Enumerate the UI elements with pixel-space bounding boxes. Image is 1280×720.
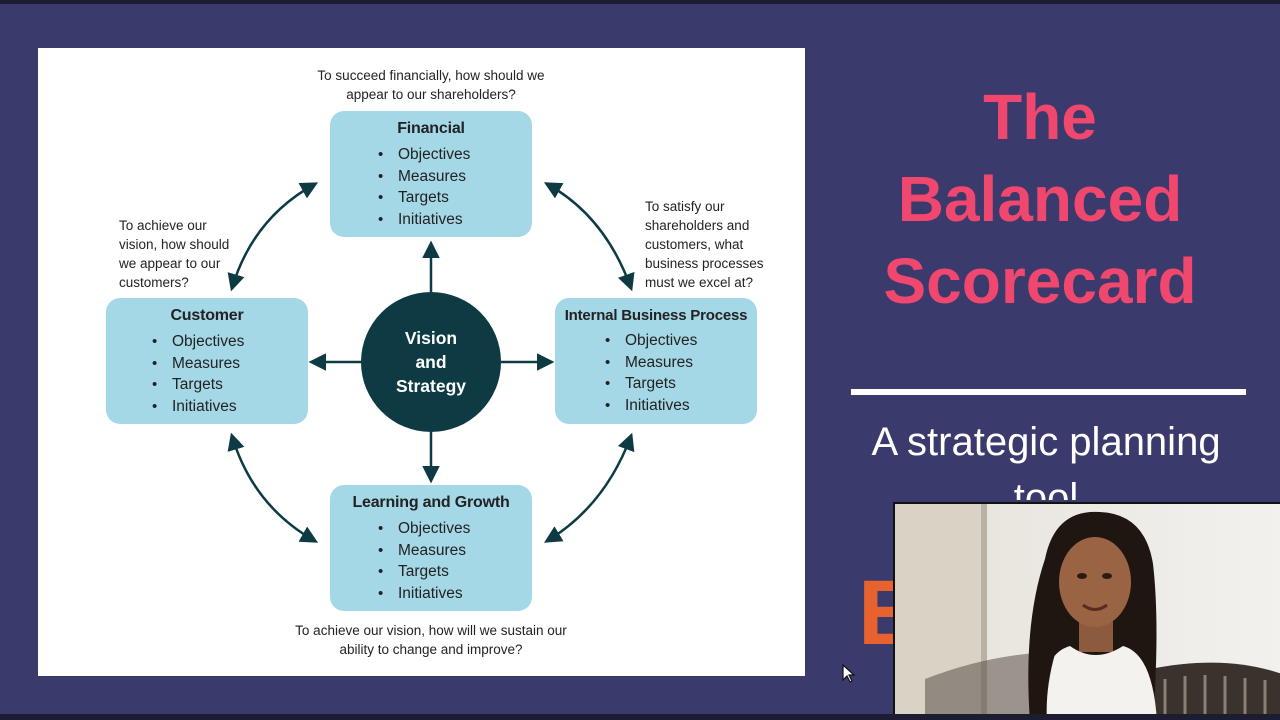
internal-item: Targets (605, 373, 757, 395)
customer-item: Objectives (152, 331, 308, 353)
customer-title: Customer (170, 307, 244, 324)
internal-business-process-box: Internal Business Process Objectives Mea… (555, 298, 757, 424)
financial-question: To succeed financially, how should we ap… (317, 68, 545, 102)
center-line: Vision (404, 328, 458, 348)
internal-title: Internal Business Process (564, 307, 748, 324)
financial-box: Financial Objectives Measures Targets In… (330, 111, 532, 237)
customer-item: Initiatives (152, 396, 308, 418)
learning-item: Measures (378, 540, 532, 562)
title-divider (851, 389, 1246, 395)
learning-question: To achieve our vision, how will we susta… (295, 623, 567, 657)
customer-item: Measures (152, 353, 308, 375)
curve-arrow-financial-internal (543, 182, 635, 292)
top-frame-bar (0, 0, 1280, 4)
curve-arrow-customer-financial (227, 182, 319, 292)
learning-title: Learning and Growth (352, 494, 510, 511)
customer-box: Customer Objectives Measures Targets Ini… (106, 298, 308, 424)
center-line: and (415, 352, 447, 372)
diagram-arrows (227, 182, 635, 543)
center-line: Strategy (395, 376, 467, 396)
financial-item: Targets (378, 187, 532, 209)
slide-title-line: Scorecard (883, 245, 1197, 317)
learning-item: Initiatives (378, 583, 532, 605)
balanced-scorecard-diagram: To succeed financially, how should we ap… (38, 48, 805, 676)
learning-growth-box: Learning and Growth Objectives Measures … (330, 485, 532, 611)
internal-item: Initiatives (605, 395, 757, 417)
curve-arrow-learning-customer (227, 432, 319, 543)
financial-title: Financial (397, 120, 465, 137)
internal-item: Objectives (605, 330, 757, 352)
presenter-video-icon (895, 504, 1280, 720)
slide-title-line: Balanced (897, 163, 1183, 235)
customer-item: Targets (152, 374, 308, 396)
curve-arrow-internal-learning (544, 432, 635, 543)
customer-question: To achieve our vision, how should we app… (119, 218, 230, 290)
learning-item: Targets (378, 561, 532, 583)
financial-item: Measures (378, 166, 532, 188)
vision-strategy-circle: Vision and Strategy (361, 292, 501, 432)
financial-item: Initiatives (378, 209, 532, 231)
mouse-pointer-icon (842, 664, 856, 683)
learning-item: Objectives (378, 518, 532, 540)
internal-question: To satisfy our shareholders and customer… (645, 199, 764, 290)
slide-subtitle: A strategic planning tool (871, 420, 1221, 500)
bottom-frame-bar (0, 714, 1280, 720)
presenter-webcam-overlay (893, 502, 1280, 720)
financial-item: Objectives (378, 144, 532, 166)
slide-title-line: The (983, 81, 1097, 153)
internal-item: Measures (605, 352, 757, 374)
